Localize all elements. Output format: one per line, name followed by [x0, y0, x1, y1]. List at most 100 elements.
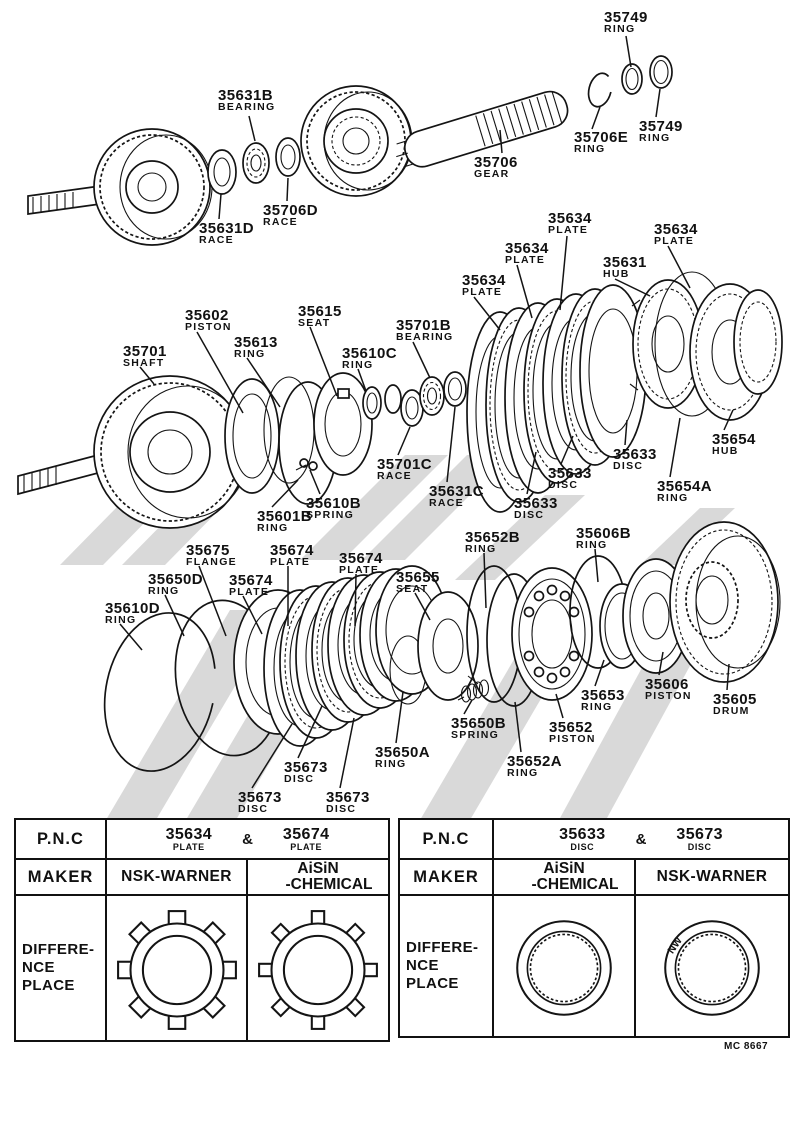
- pnc-values: 35633 DISC & 35673 DISC: [492, 818, 790, 860]
- part-number: 35650B: [451, 715, 506, 732]
- part-caption: PLATE: [462, 286, 503, 299]
- leader-line-35706: [499, 129, 503, 154]
- part-number: 35605: [713, 691, 757, 708]
- clutch-drum-35701: [93, 375, 249, 529]
- leader-line-35674: [242, 595, 263, 635]
- part-number: 35675: [186, 542, 230, 559]
- part-caption: PLATE: [339, 564, 380, 577]
- leader-line-35701C: [397, 426, 411, 456]
- leader-line-35606: [658, 651, 664, 676]
- part-number: 35655: [396, 569, 440, 586]
- maker-aisin-chemical: AiSiN -CHEMICAL: [246, 858, 390, 896]
- part-number: 35653: [581, 687, 625, 704]
- part-caption: RACE: [377, 470, 412, 483]
- part-caption: PLATE: [654, 235, 695, 248]
- plate-outline-nsk-icon: [116, 910, 237, 1030]
- part-number: 35606B: [576, 525, 631, 542]
- part-caption: FLANGE: [186, 556, 237, 569]
- part-ref-35634: 35634 PLATE: [165, 825, 213, 852]
- leader-line-35701: [139, 366, 155, 385]
- ring-35749-b: [649, 55, 673, 89]
- direct-clutch-drum: [300, 85, 413, 197]
- difference-place-label: DIFFERE- NCE PLACE: [14, 894, 107, 1042]
- part-caption: RING: [105, 614, 137, 627]
- race-35631C: [443, 371, 467, 407]
- figure-code: MC 8667: [724, 1041, 769, 1052]
- drum-35605: [669, 521, 781, 683]
- ampersand: &: [242, 830, 253, 848]
- part-caption: RING: [465, 543, 497, 556]
- leader-line-35654: [723, 409, 734, 431]
- part-ref-35674: 35674 PLATE: [282, 825, 330, 852]
- part-caption: GEAR: [474, 168, 510, 181]
- part-number: 35634: [505, 240, 549, 257]
- part-number: 35654A: [657, 478, 712, 495]
- pnc-label: P.N.C: [398, 818, 494, 860]
- assembly-second-brake: [103, 521, 781, 772]
- disc-shape-nsk: NW: [634, 894, 790, 1038]
- part-ref-35673: 35673 DISC: [676, 825, 723, 852]
- assembly-forward-clutch: [17, 271, 783, 529]
- snap-ring-35610D: [103, 612, 217, 772]
- part-number: 35613: [234, 334, 278, 351]
- part-caption: RING: [581, 701, 613, 714]
- part-caption: PISTON: [645, 690, 692, 703]
- disc-shape-aisin: [492, 894, 636, 1038]
- maker-label: MAKER: [398, 858, 494, 896]
- leader-line-35634: [559, 235, 568, 311]
- part-caption: RING: [507, 767, 539, 780]
- part-caption: DISC: [613, 460, 644, 473]
- part-caption: BEARING: [396, 331, 454, 344]
- leader-line-35652: [555, 693, 564, 719]
- part-number: 35674: [270, 542, 314, 559]
- part-number: 35654: [712, 431, 756, 448]
- leader-line-35602: [196, 331, 244, 414]
- part-number: 35606: [645, 676, 689, 693]
- part-number: 35701C: [377, 456, 432, 473]
- part-number: 35601B: [257, 508, 312, 525]
- leader-line-35634: [516, 264, 533, 319]
- leader-line-35631D: [218, 193, 222, 220]
- comparison-table-plates: P.N.C 35634 PLATE & 35674 PLATE MAKER NS…: [14, 818, 390, 1042]
- part-caption: PLATE: [270, 556, 311, 569]
- bearing-35631B: [242, 142, 270, 184]
- part-caption: SHAFT: [123, 357, 165, 370]
- part-number: 35701B: [396, 317, 451, 334]
- leader-line-35605: [726, 663, 730, 691]
- part-caption: RING: [342, 359, 374, 372]
- part-caption: RACE: [263, 216, 298, 229]
- plate-disc-pack-35674-35673: [263, 565, 449, 747]
- part-number: 35650A: [375, 744, 430, 761]
- leader-line-35631: [614, 278, 651, 297]
- leader-line-35749: [655, 88, 661, 118]
- leader-line-35706E: [591, 106, 601, 130]
- ring-35610C: [362, 386, 382, 420]
- maker-aisin-chemical: AiSiN -CHEMICAL: [492, 858, 636, 896]
- part-number: 35701: [123, 343, 167, 360]
- leader-line-35634: [667, 245, 691, 289]
- spring-35650B: [457, 679, 490, 703]
- clutch-drum: [93, 128, 213, 246]
- part-caption: HUB: [603, 268, 630, 281]
- part-number: 35634: [462, 272, 506, 289]
